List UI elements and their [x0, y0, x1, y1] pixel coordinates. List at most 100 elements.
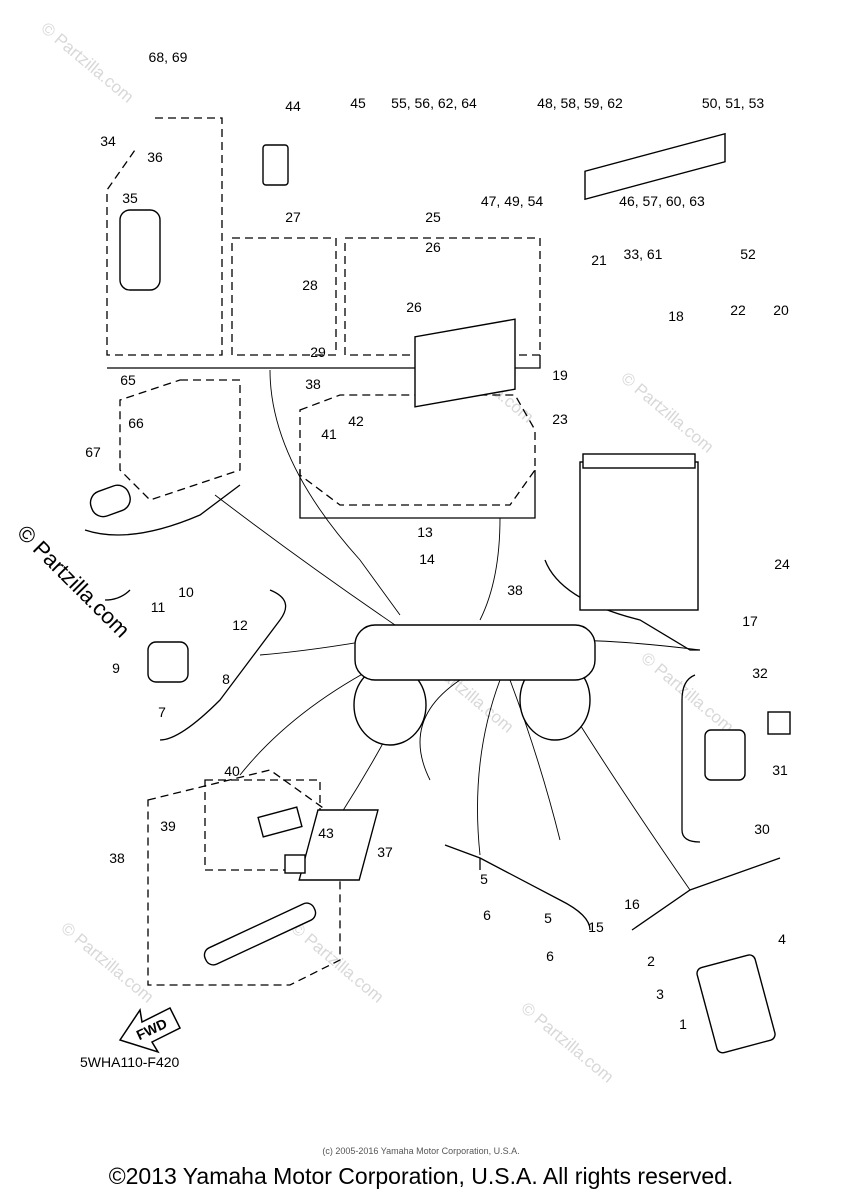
callout-label: 18: [668, 308, 684, 324]
callout-label: 67: [85, 444, 101, 460]
watermark: © Partzilla.com: [637, 649, 737, 737]
callout-label: 22: [730, 302, 746, 318]
callout-label: 20: [773, 302, 789, 318]
callout-label: 5: [480, 871, 488, 887]
ignition-switch: [119, 209, 161, 291]
battery-top: [582, 453, 696, 469]
drawing-code: 5WHA110-F420: [80, 1054, 180, 1070]
callout-label: 45: [350, 95, 366, 111]
callout-label: 39: [160, 818, 176, 834]
fuse-box-bracket: [299, 470, 536, 519]
footer-copyright: ©2013 Yamaha Motor Corporation, U.S.A. A…: [108, 1163, 734, 1189]
callout-label: 14: [419, 551, 435, 567]
watermark: © Partzilla.com: [57, 919, 157, 1007]
cdi-unit: [696, 954, 776, 1054]
box-38-outline: [299, 394, 536, 506]
harness-group-outline: [147, 769, 341, 986]
fwd-arrow: FWD: [118, 1006, 182, 1054]
ignition-coil: [147, 641, 189, 683]
callout-label: 6: [483, 907, 491, 923]
callout-label: 52: [740, 246, 756, 262]
callout-label: 35: [122, 190, 138, 206]
callout-label: 32: [752, 665, 768, 681]
callout-label: 11: [151, 599, 166, 615]
callout-label: 55, 56, 62, 64: [391, 95, 477, 111]
callout-label: 47, 49, 54: [481, 193, 543, 209]
callout-label: 1: [679, 1016, 687, 1032]
atv-body: [354, 624, 596, 681]
callout-label: 41: [321, 426, 337, 442]
callout-label: 10: [178, 584, 194, 600]
callout-label: 65: [120, 372, 136, 388]
callout-label: 33, 61: [624, 246, 663, 262]
starter-relay: [704, 729, 746, 781]
callout-label: 9: [112, 660, 120, 676]
callout-label: 15: [588, 919, 604, 935]
watermark: © Partzilla.com: [287, 919, 387, 1007]
callout-label: 37: [377, 844, 393, 860]
callout-label: 25: [425, 209, 441, 225]
callout-label: 13: [417, 524, 433, 540]
callout-label: 40: [224, 763, 240, 779]
battery: [579, 461, 699, 611]
coil-bracket: [84, 484, 241, 536]
ignition-group-outline: [106, 117, 223, 356]
callout-label: 16: [624, 896, 640, 912]
leader-lines: [214, 369, 701, 891]
callout-label: 36: [147, 149, 163, 165]
callout-label: 5: [544, 910, 552, 926]
callout-label: 27: [285, 209, 301, 225]
callout-label: 42: [348, 413, 364, 429]
callout-label: 23: [552, 411, 568, 427]
connector-44: [262, 144, 289, 186]
callout-label: 38: [109, 850, 125, 866]
fuse-31: [767, 711, 791, 735]
rectifier-bracket: [444, 844, 591, 931]
callout-label: 31: [772, 762, 788, 778]
callout-label: 8: [222, 671, 230, 687]
callout-label: 2: [647, 953, 655, 969]
callout-label: 4: [778, 931, 786, 947]
small-copyright: (c) 2005-2016 Yamaha Motor Corporation, …: [322, 1146, 520, 1156]
relay-bracket: [681, 674, 701, 843]
callout-label: 6: [546, 948, 554, 964]
callout-label: 28: [302, 277, 318, 293]
callout-label: 17: [742, 613, 758, 629]
harness-tube: [203, 902, 317, 966]
callout-label: 66: [128, 415, 144, 431]
plug-group-outline: [119, 379, 241, 501]
rectifier: [298, 809, 379, 881]
callout-label: 46, 57, 60, 63: [619, 193, 705, 209]
callout-label: 19: [552, 367, 568, 383]
callout-label: 3: [656, 986, 664, 1002]
callout-label: 50, 51, 53: [702, 95, 764, 111]
watermark: © Partzilla.com: [617, 369, 717, 457]
sensor-group-27-outline: [231, 237, 337, 356]
connector-43: [284, 854, 306, 874]
grip-67: [89, 484, 131, 518]
callout-label: 38: [305, 376, 321, 392]
callout-label: 30: [754, 821, 770, 837]
bracket-18: [584, 132, 726, 201]
watermark: © Partzilla.com: [37, 19, 137, 107]
watermark: © Partzilla.com: [517, 999, 617, 1087]
callout-label: 43: [318, 825, 334, 841]
callout-label: 68, 69: [149, 49, 188, 65]
callout-label: 26: [406, 299, 422, 315]
bracket-line: [107, 355, 541, 369]
callout-label: 7: [158, 704, 166, 720]
parts: [89, 132, 791, 1054]
callout-label: 48, 58, 59, 62: [537, 95, 623, 111]
fuse-box: [414, 318, 516, 408]
connector-40: [257, 806, 303, 838]
callout-label: 12: [232, 617, 248, 633]
coil-group-bracket: [104, 589, 287, 741]
callout-label: 38: [507, 582, 523, 598]
callout-label: 44: [285, 98, 301, 114]
callout-label: 34: [100, 133, 116, 149]
fwd-arrow-shape: [118, 1006, 182, 1054]
callout-label: 21: [591, 252, 607, 268]
callout-label: 29: [310, 344, 326, 360]
